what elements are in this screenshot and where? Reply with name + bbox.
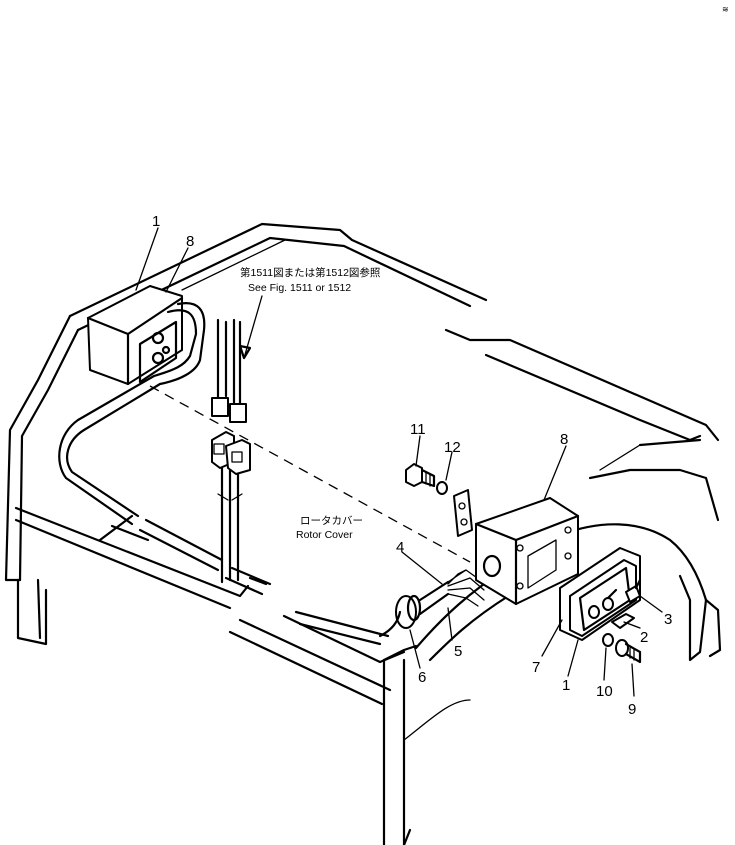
mounting-bracket [453, 489, 473, 537]
callout-8a: 8 [186, 233, 194, 250]
callout-7: 7 [532, 659, 540, 676]
washer-10 [602, 633, 614, 647]
note-arrow [238, 344, 252, 360]
callout-1a: 1 [152, 213, 160, 230]
callout-9: 9 [628, 701, 636, 718]
callout-2: 2 [640, 629, 648, 646]
grommet-and-cable [378, 569, 485, 638]
note-text-jp: 第1511図または第1512図参照 [240, 266, 381, 279]
callout-10: 10 [596, 683, 613, 700]
callout-12: 12 [444, 439, 461, 456]
bolt-11 [405, 463, 436, 488]
gasket-and-plate [559, 547, 642, 641]
rotor-cover-jp: ロータカバー [300, 515, 363, 527]
callout-11: 11 [410, 421, 426, 438]
note-text-en: See Fig. 1511 or 1512 [248, 282, 351, 294]
junction-box-right [474, 497, 580, 606]
rotor-cover-en: Rotor Cover [296, 529, 353, 541]
wire-harness-left [58, 302, 406, 664]
callout-6: 6 [418, 669, 426, 686]
control-box-upper [86, 285, 184, 386]
callout-8b: 8 [560, 431, 568, 448]
callout-3: 3 [664, 611, 672, 628]
screw-9 [615, 639, 642, 664]
washer-12 [436, 481, 448, 495]
corner-mark: ≋ [722, 5, 729, 14]
callout-4: 4 [396, 539, 404, 556]
machine-frame [4, 222, 722, 845]
callout-5: 5 [454, 643, 462, 660]
note-leader [243, 295, 263, 359]
callout-1b: 1 [562, 677, 570, 694]
connector-assembly [211, 318, 251, 584]
callout-leaders [135, 227, 663, 697]
